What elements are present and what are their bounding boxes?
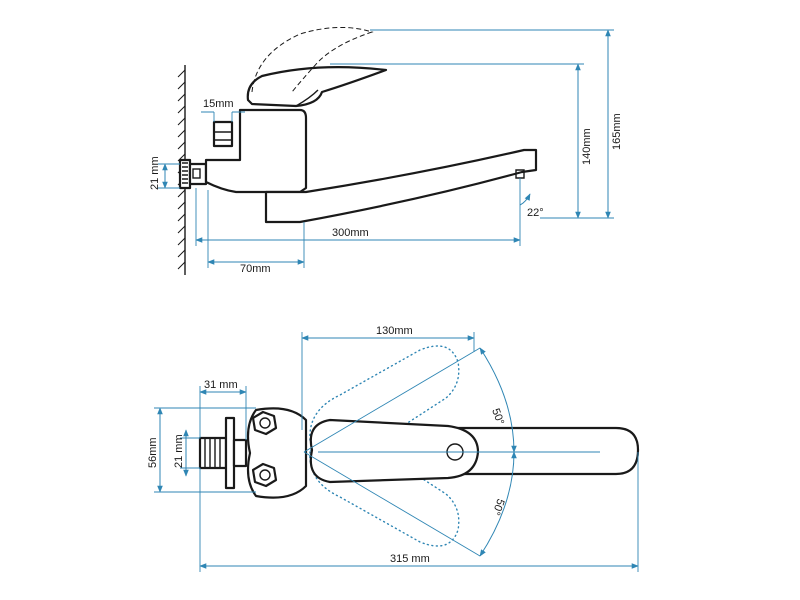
side-view <box>177 26 538 275</box>
dim-140mm-label: 140mm <box>581 128 593 165</box>
wall-connector <box>178 158 208 190</box>
angle-22-label: 22° <box>527 207 544 219</box>
top-nut <box>212 120 234 148</box>
dim-300mm-label: 300mm <box>332 227 369 239</box>
dim-15mm-label: 15mm <box>203 98 234 110</box>
dim-56mm-label: 56mm <box>147 437 159 468</box>
dim-21mm-side-label: 21 mm <box>149 156 161 190</box>
hex-nut-lower <box>251 462 278 488</box>
top-connector <box>198 416 248 490</box>
hex-nut-upper <box>251 410 278 436</box>
dim-165mm-label: 165mm <box>611 113 623 150</box>
dim-130mm-label: 130mm <box>376 325 413 337</box>
dim-21mm-top-label: 21 mm <box>173 434 185 468</box>
side-dimensions: 15mm 21 mm 140mm 165mm 22° 300mm 70mm <box>149 29 623 275</box>
angle-50-lower-label: 50° <box>489 497 506 517</box>
angle-50-upper-label: 50° <box>489 407 506 427</box>
lever-handle <box>246 66 388 108</box>
dim-315mm-label: 315 mm <box>390 553 430 565</box>
spout <box>264 148 538 224</box>
top-view <box>198 345 640 547</box>
lever-handle-raised <box>251 26 374 93</box>
top-dimensions: 130mm 50° 50° 31 mm 56mm 21 mm 315 mm <box>147 325 639 572</box>
mixer-body <box>204 108 308 194</box>
dim-70mm-label: 70mm <box>240 263 271 275</box>
top-lever <box>309 418 480 484</box>
dim-31mm-label: 31 mm <box>204 379 238 391</box>
